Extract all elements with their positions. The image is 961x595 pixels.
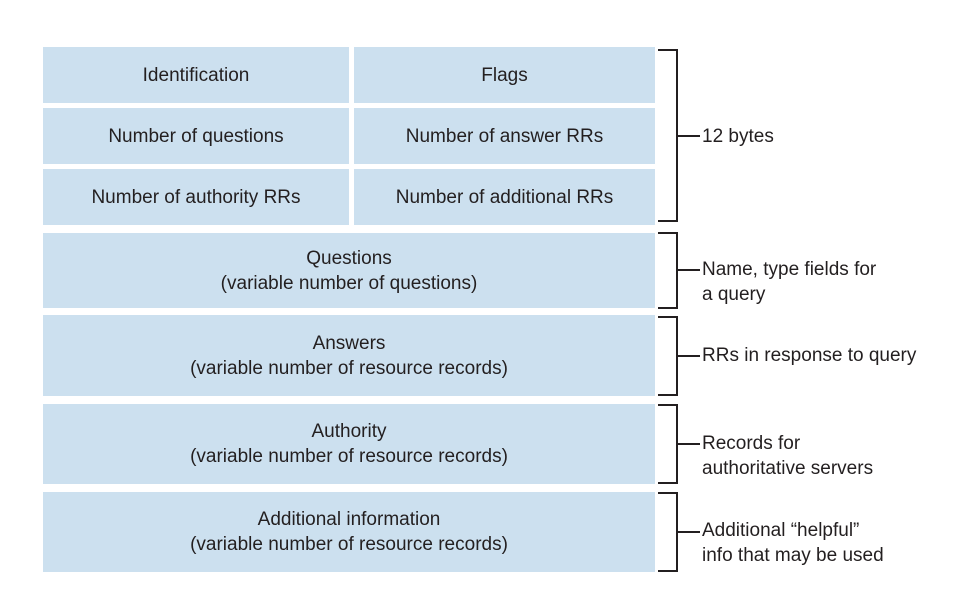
field-flags: Flags xyxy=(354,47,655,103)
section-subtitle: (variable number of resource records) xyxy=(190,357,508,379)
note-answers: RRs in response to query xyxy=(702,343,916,368)
field-identification: Identification xyxy=(43,47,349,103)
note-line: a query xyxy=(702,284,766,305)
bracket-additional xyxy=(658,492,678,572)
note-line: 12 bytes xyxy=(702,126,774,147)
bracket-answers xyxy=(658,316,678,396)
note-authority: Records for authoritative servers xyxy=(702,431,873,481)
leader-line-answers xyxy=(678,355,700,357)
note-questions: Name, type fields for a query xyxy=(702,257,876,307)
section-questions: Questions (variable number of questions) xyxy=(43,233,655,308)
leader-line-12-bytes xyxy=(678,135,700,137)
field-label: Number of authority RRs xyxy=(91,186,301,208)
section-subtitle: (variable number of resource records) xyxy=(190,534,508,555)
field-label: Number of additional RRs xyxy=(395,186,614,208)
leader-line-additional xyxy=(678,531,700,533)
note-12-bytes: 12 bytes xyxy=(702,124,774,149)
field-label: Number of questions xyxy=(108,125,284,147)
field-number-of-questions: Number of questions xyxy=(43,108,349,164)
note-line: RRs in response to query xyxy=(702,345,917,366)
section-additional-information: Additional information (variable number … xyxy=(43,492,655,572)
section-title: Questions xyxy=(306,247,392,269)
section-title: Answers xyxy=(312,332,386,354)
field-number-of-additional-rrs: Number of additional RRs xyxy=(354,169,655,225)
note-line: info that may be used xyxy=(702,545,884,566)
note-additional: Additional “helpful” info that may be us… xyxy=(702,518,884,568)
note-line: Name, type fields for xyxy=(702,259,877,280)
section-subtitle: (variable number of resource records) xyxy=(190,446,508,467)
section-subtitle: (variable number of questions) xyxy=(220,272,478,294)
note-line: authoritative servers xyxy=(702,458,874,479)
section-title: Authority xyxy=(311,421,387,442)
field-label: Flags xyxy=(481,64,528,86)
section-authority: Authority (variable number of resource r… xyxy=(43,404,655,484)
note-line: Additional “helpful” xyxy=(702,520,860,541)
bracket-header-12-bytes xyxy=(658,49,678,222)
field-label: Identification xyxy=(142,64,250,86)
section-title: Additional information xyxy=(257,509,441,530)
leader-line-questions xyxy=(678,269,700,271)
bracket-questions xyxy=(658,232,678,309)
bracket-authority xyxy=(658,404,678,484)
section-answers: Answers (variable number of resource rec… xyxy=(43,315,655,396)
leader-line-authority xyxy=(678,443,700,445)
field-number-of-authority-rrs: Number of authority RRs xyxy=(43,169,349,225)
field-label: Number of answer RRs xyxy=(405,125,604,147)
field-number-of-answer-rrs: Number of answer RRs xyxy=(354,108,655,164)
note-line: Records for xyxy=(702,433,801,454)
